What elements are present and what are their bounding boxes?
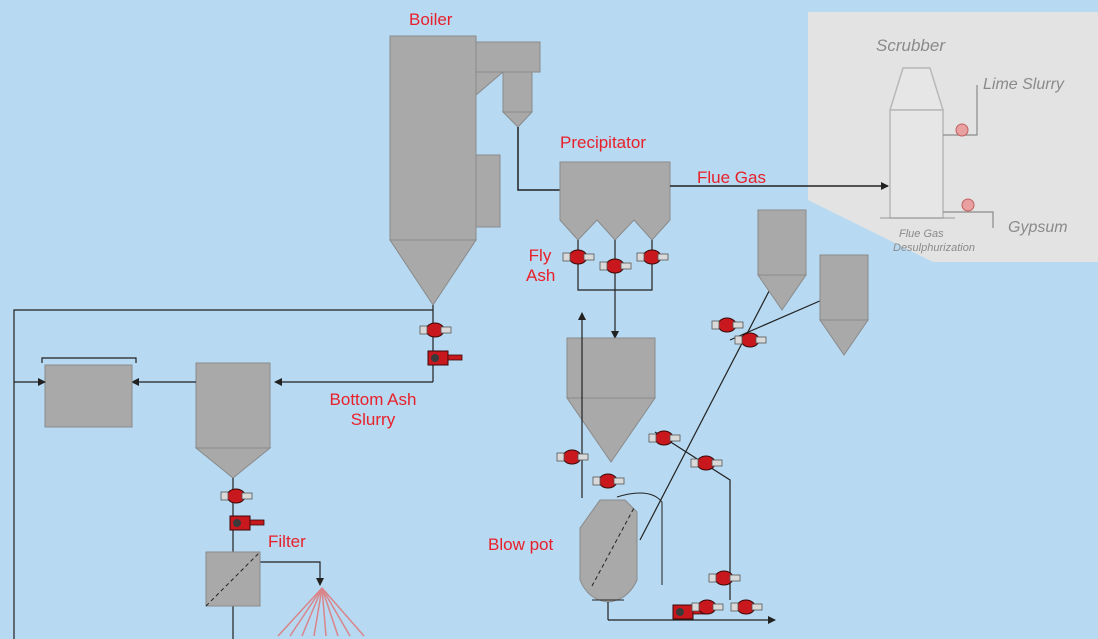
fly-ash-label-line1: Fly	[528, 246, 552, 265]
lime-slurry-feed-line	[943, 85, 978, 136]
boiler-outlet-duct	[517, 127, 560, 191]
fly-ash-valve-icon	[599, 258, 632, 274]
filter-valve-icon	[220, 488, 253, 504]
scrubber-tower	[880, 67, 955, 219]
bottom-ash-line	[274, 305, 434, 386]
line-valve-icon	[730, 599, 763, 615]
ash-silo-2	[819, 254, 869, 356]
filter	[205, 551, 261, 607]
gypsum-pump-icon	[961, 198, 975, 212]
blow-pot-label: Blow pot	[488, 535, 554, 554]
line-valve-icon	[648, 430, 681, 446]
bottom-ash-label-line1: Bottom Ash	[329, 390, 417, 409]
bottom-ash-valve-icon	[419, 322, 452, 338]
gypsum-label: Gypsum	[1008, 219, 1068, 236]
scrubber-panel	[808, 12, 1098, 262]
lime-slurry-label: Lime Slurry	[983, 76, 1064, 93]
filter-cake-pile	[277, 587, 365, 637]
ash-silo-1	[757, 209, 807, 311]
silo-valve-icon	[734, 332, 767, 348]
scrubber-title: Scrubber	[876, 36, 945, 55]
hopper-valve-icon	[592, 473, 625, 489]
filter-label: Filter	[268, 532, 306, 551]
lime-slurry-pump-icon	[955, 123, 969, 137]
transport-lines	[639, 269, 823, 600]
fly-ash-hopper	[566, 337, 656, 463]
bottom-ash-pump-icon	[427, 350, 463, 366]
bottom-ash-label-line2: Slurry	[350, 410, 396, 429]
silo-valve-icon	[711, 317, 744, 333]
bottom-ash-slurry-label: Bottom Ash Slurry	[318, 390, 428, 430]
filter-pump-icon	[229, 515, 265, 531]
fly-ash-label-line2: Ash	[526, 266, 556, 285]
blow-pot	[579, 492, 663, 603]
flue-gas-label: Flue Gas	[697, 168, 766, 187]
boiler-label: Boiler	[409, 10, 453, 29]
fgd-label-line2: Desulphurization	[893, 242, 975, 254]
line-valve-icon	[708, 570, 741, 586]
return-lines	[13, 309, 433, 639]
boiler	[389, 35, 541, 306]
fly-ash-label: Fly Ash	[526, 246, 556, 286]
fgd-label-line1: Flue Gas	[899, 228, 944, 240]
settling-tank	[41, 357, 137, 428]
hopper-valve-icon	[556, 449, 589, 465]
fly-ash-valve-icon	[636, 249, 669, 265]
fly-ash-valve-icon	[562, 249, 595, 265]
dewatering-bin	[194, 362, 272, 479]
precipitator-label: Precipitator	[560, 133, 646, 152]
precipitator	[559, 161, 671, 241]
gypsum-outlet-line	[943, 211, 994, 228]
fgd-label: Flue Gas Desulphurization	[893, 227, 975, 255]
